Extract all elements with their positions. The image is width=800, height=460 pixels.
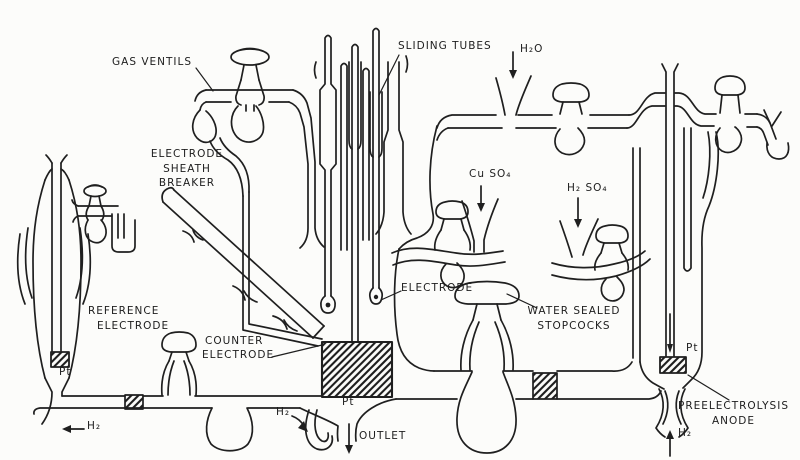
electrode-sheath-tube — [375, 61, 412, 235]
label-electrode-sheath-line2: BREAKER — [158, 177, 216, 189]
counter-electrode-leader — [271, 344, 323, 358]
label-electrode-sheath-line1: ELECTRODE SHEATH — [150, 148, 224, 175]
h2-center-arrow — [291, 415, 308, 432]
h2so4-inlet-assembly — [559, 218, 630, 302]
reference-pt-plate — [50, 351, 70, 368]
main-cell — [391, 125, 665, 454]
label-electrode-sheath-breaker: ELECTRODE SHEATH BREAKER — [126, 147, 248, 191]
h2o-arrow — [509, 51, 517, 79]
outlet-assembly — [299, 398, 397, 451]
label-counter-line2: ELECTRODE — [202, 349, 275, 361]
bottom-manifold — [33, 137, 323, 452]
label-water-sealed-line1: WATER SEALED — [527, 305, 621, 317]
label-counter-line1: COUNTER — [205, 335, 264, 347]
outlet-arrow — [345, 423, 353, 454]
h2-right-arrow — [666, 430, 674, 457]
water-sealed-stopcock — [454, 280, 520, 371]
label-reference-line2: ELECTRODE — [97, 320, 170, 332]
trap-bulb-left — [205, 407, 254, 452]
label-h2-outlet-left: H₂ — [87, 420, 102, 432]
h2-inlet-venturi — [655, 388, 689, 438]
sliding-tubes-leader — [378, 54, 400, 96]
leader-lines — [195, 54, 730, 401]
reference-stopcock — [83, 184, 107, 244]
reference-electrode-assembly — [16, 154, 136, 425]
cuso4-arrow — [477, 185, 485, 212]
glass-frit-left — [124, 394, 144, 410]
label-pt-reference: Pt — [59, 366, 72, 378]
h2o-inlet-line — [436, 75, 790, 160]
label-pt-counter: Pt — [342, 396, 355, 408]
tube-break-marks — [182, 229, 298, 332]
trap-bulb-center — [456, 371, 517, 454]
label-h2so4-inlet: H₂ SO₄ — [567, 182, 608, 194]
flow-arrows — [62, 51, 674, 457]
label-preelectrolysis-line2: ANODE — [712, 415, 756, 427]
cuso4-inlet-assembly — [433, 198, 499, 289]
h2-hook-tube — [304, 409, 334, 451]
glass-frit-right — [532, 372, 558, 400]
label-outlet: OUTLET — [359, 430, 407, 442]
counter-electrode-plate — [320, 340, 394, 399]
label-sliding-tubes: SLIDING TUBES — [398, 40, 492, 52]
label-electrode: ELECTRODE — [401, 282, 474, 294]
label-gas-ventils: GAS VENTILS — [112, 56, 193, 68]
gas-ventils-leader — [195, 67, 214, 92]
electrode-sheath-breaker-rod — [161, 186, 325, 339]
label-h2-inlet-right: H₂ — [678, 427, 693, 439]
water-sealed-leader — [506, 293, 538, 309]
label-pt-preelectrolysis: Pt — [686, 342, 699, 354]
preelectrolysis-cell — [655, 63, 720, 438]
h2-left-arrow — [62, 425, 85, 433]
label-h2-outlet-center: H₂ — [276, 406, 291, 418]
electrode-leader — [380, 290, 402, 301]
electrode-bulb-right — [368, 287, 384, 305]
label-h2o-inlet: H₂O — [520, 43, 544, 55]
electrode-bulb-left — [319, 295, 337, 314]
label-preelectrolysis-line1: PREELECTROLYSIS — [678, 400, 789, 412]
label-water-sealed-stopcocks: WATER SEALED STOPCOCKS — [522, 304, 626, 333]
label-water-sealed-line2: STOPCOCKS — [537, 319, 611, 332]
preelectrolysis-leader — [687, 374, 730, 401]
label-reference-line1: REFERENCE — [88, 305, 160, 317]
gas-ventil-assembly — [191, 47, 325, 249]
preelectrolysis-pt-plate — [659, 356, 687, 374]
gas-ventil-stopcock — [230, 47, 270, 112]
h2o-line-stopcock-left — [552, 82, 590, 156]
manifold-stopcock — [160, 331, 198, 396]
sliding-tubes-cluster — [313, 27, 412, 343]
h2o-line-stopcock-right — [714, 75, 746, 154]
label-cuso4-inlet: Cu SO₄ — [469, 168, 512, 180]
h2so4-arrow — [574, 197, 582, 228]
